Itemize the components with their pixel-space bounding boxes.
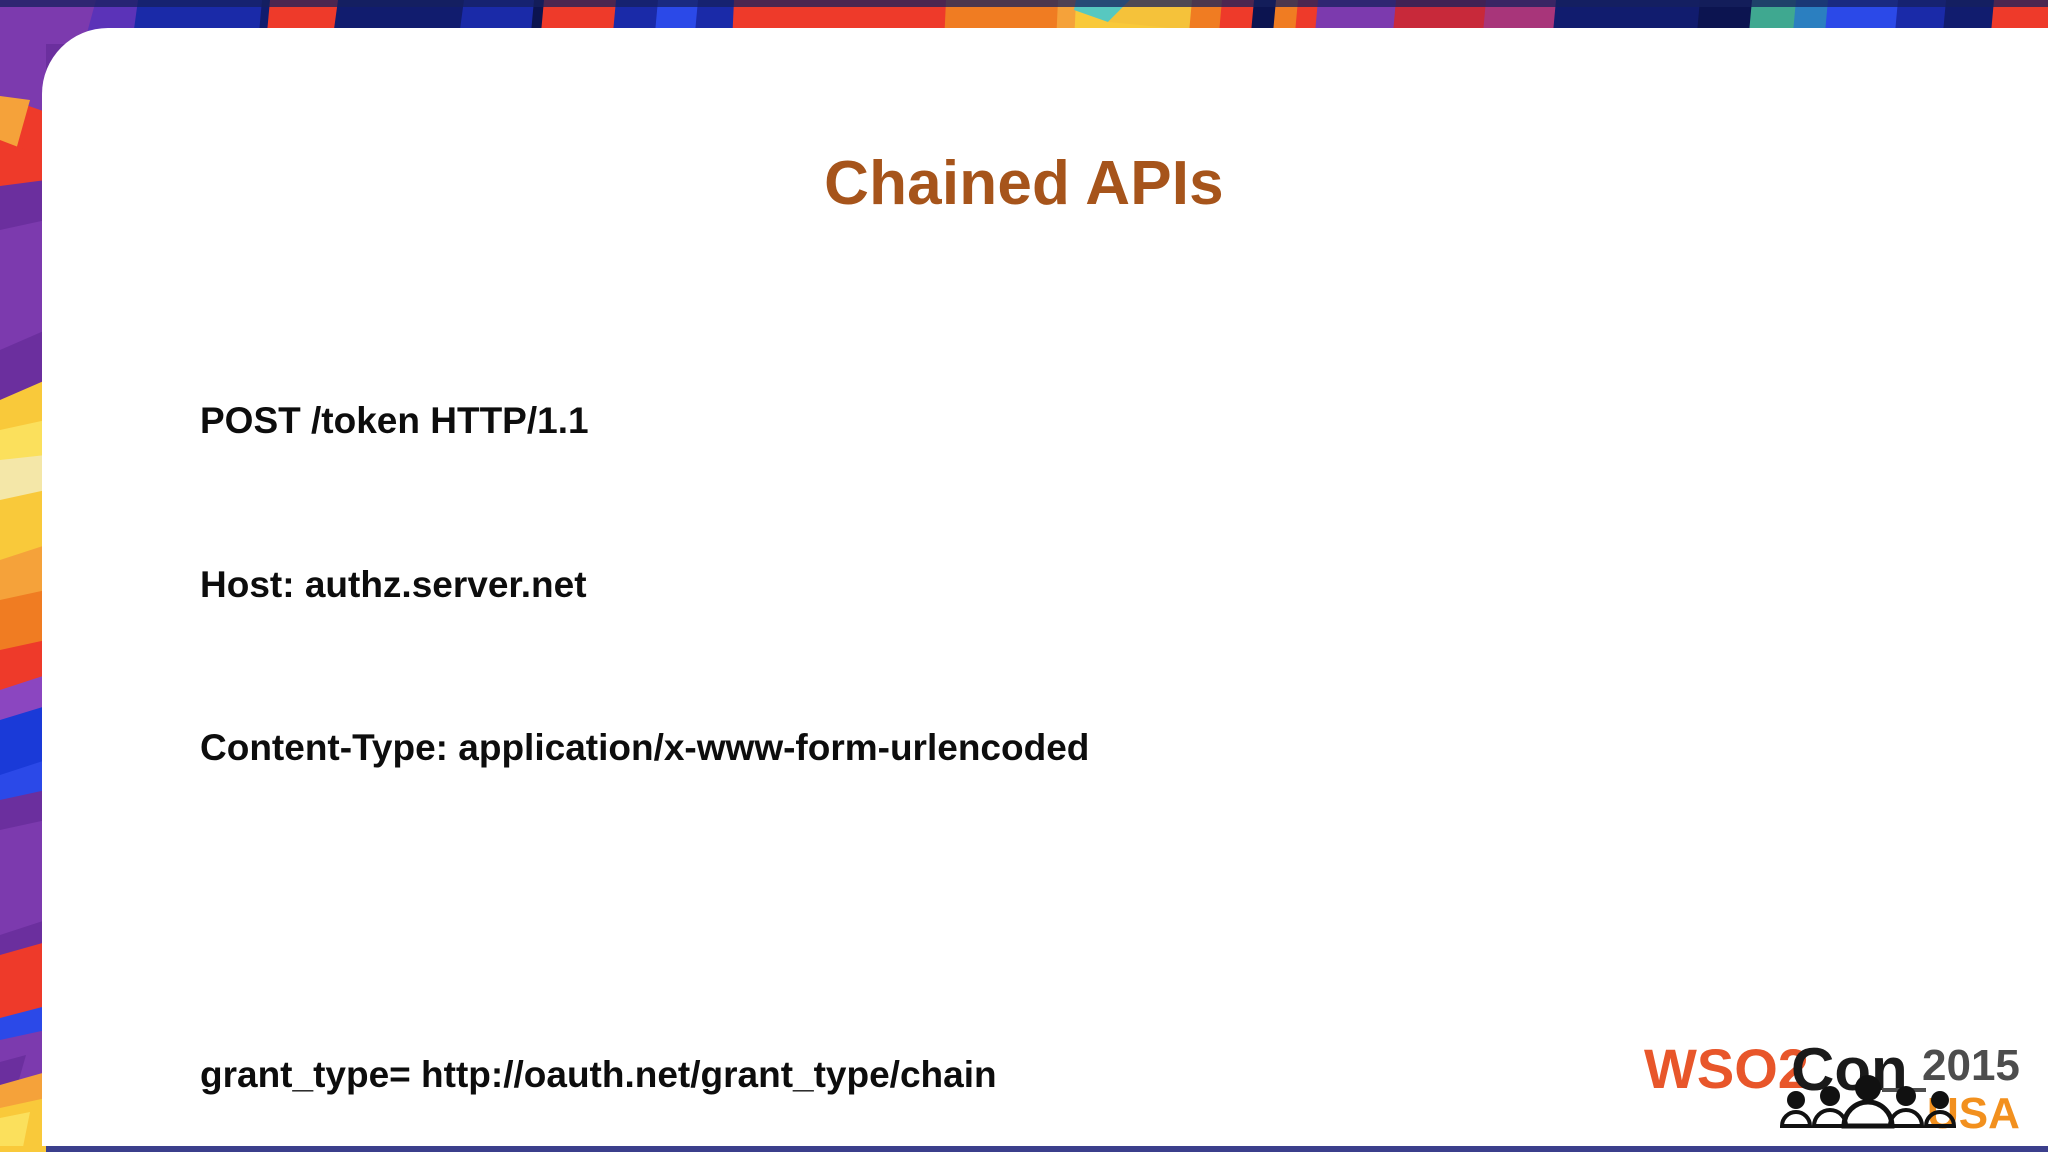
code-line-grant-type: grant_type= http://oauth.net/grant_type/… [200,1054,997,1095]
logo-crowd-icon [1779,1075,1957,1129]
logo-con-text: Con [1791,1036,1908,1103]
code-line-host: Host: authz.server.net [200,563,587,605]
page-title: Chained APIs [824,149,1224,218]
logo-wso2-text: WSO2 [1644,1037,1809,1100]
code-block: POST /token HTTP/1.1 Host: authz.server.… [200,285,1800,1152]
code-line-blank-1 [200,885,1800,940]
logo-year-text: 2015 [1922,1041,2020,1090]
code-line-post: POST /token HTTP/1.1 [200,400,589,441]
code-line-req-ctype: Content-Type: application/x-www-form-url… [200,727,1090,768]
top-strip [0,0,2048,44]
wso2con-logo: WSO2 Con 2015 USA [1644,1030,2040,1142]
